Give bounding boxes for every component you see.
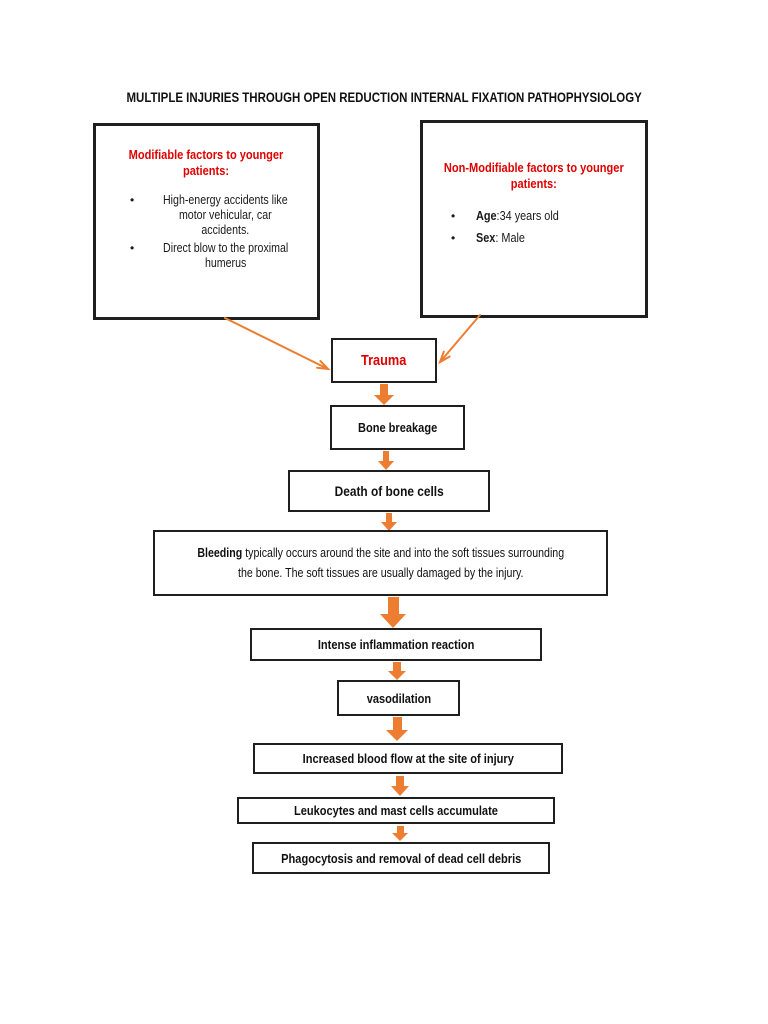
modifiable-factors-box: Modifiable factors to younger patients: … [93, 123, 320, 320]
trauma-box: Trauma [331, 338, 437, 383]
list-item: • Sex: Male [451, 231, 645, 246]
bone-breakage-label: Bone breakage [357, 420, 438, 435]
bone-breakage-box: Bone breakage [330, 405, 465, 450]
vasodilation-box: vasodilation [337, 680, 460, 716]
down-arrow-icon [381, 513, 397, 531]
vasodilation-label: vasodilation [366, 690, 431, 706]
death-of-bone-cells-label: Death of bone cells [334, 483, 444, 499]
list-item-value: :34 years old [496, 209, 559, 223]
page-title-text: MULTIPLE INJURIES THROUGH OPEN REDUCTION… [126, 90, 642, 105]
down-arrow-icon [391, 776, 409, 796]
bleeding-lead: Bleeding [197, 546, 242, 560]
down-arrow-icon [380, 597, 406, 628]
down-arrow-icon [386, 717, 408, 741]
bullet-icon: • [451, 209, 456, 223]
bleeding-box: Bleeding typically occurs around the sit… [153, 530, 608, 596]
diagonal-arrow-left [224, 317, 331, 371]
death-of-bone-cells-box: Death of bone cells [288, 470, 490, 512]
down-arrow-icon [378, 451, 394, 470]
leukocytes-label: Leukocytes and mast cells accumulate [294, 803, 498, 818]
list-item-text: Sex: Male [476, 231, 525, 246]
phagocytosis-box: Phagocytosis and removal of dead cell de… [252, 842, 550, 874]
list-item: • High-energy accidents like motor vehic… [130, 193, 317, 238]
list-item-label: Sex [476, 231, 496, 245]
intense-inflammation-box: Intense inflammation reaction [250, 628, 542, 661]
list-item-label: Age [476, 209, 497, 223]
bleeding-text: Bleeding typically occurs around the sit… [197, 543, 564, 583]
list-item-text: Direct blow to the proximal humerus [163, 241, 289, 270]
down-arrow-icon [392, 826, 408, 841]
list-item-text: High-energy accidents like motor vehicul… [162, 193, 288, 237]
increased-blood-flow-label: Increased blood flow at the site of inju… [302, 751, 514, 766]
list-item-text: Age:34 years old [476, 209, 559, 224]
non-modifiable-factors-list: • Age:34 years old • Sex: Male [423, 209, 645, 246]
phagocytosis-label: Phagocytosis and removal of dead cell de… [280, 850, 522, 866]
non-modifiable-factors-heading: Non-Modifiable factors to younger patien… [444, 160, 624, 191]
bullet-icon: • [130, 241, 135, 255]
bullet-icon: • [451, 231, 456, 245]
trauma-label: Trauma [361, 352, 407, 369]
page-title: MULTIPLE INJURIES THROUGH OPEN REDUCTION… [0, 90, 768, 105]
modifiable-factors-list: • High-energy accidents like motor vehic… [96, 193, 317, 271]
down-arrow-icon [374, 384, 394, 405]
intense-inflammation-label: Intense inflammation reaction [317, 637, 475, 652]
bullet-icon: • [130, 193, 135, 207]
bleeding-rest: typically occurs around the site and int… [237, 546, 564, 580]
list-item: • Age:34 years old [451, 209, 645, 224]
list-item: • Direct blow to the proximal humerus [130, 241, 317, 271]
diagonal-arrow-right [438, 314, 481, 365]
non-modifiable-factors-box: Non-Modifiable factors to younger patien… [420, 120, 648, 318]
down-arrow-icon [388, 662, 406, 680]
leukocytes-box: Leukocytes and mast cells accumulate [237, 797, 555, 824]
list-item-value: : Male [495, 231, 525, 245]
increased-blood-flow-box: Increased blood flow at the site of inju… [253, 743, 563, 774]
modifiable-factors-heading: Modifiable factors to younger patients: [129, 147, 284, 178]
